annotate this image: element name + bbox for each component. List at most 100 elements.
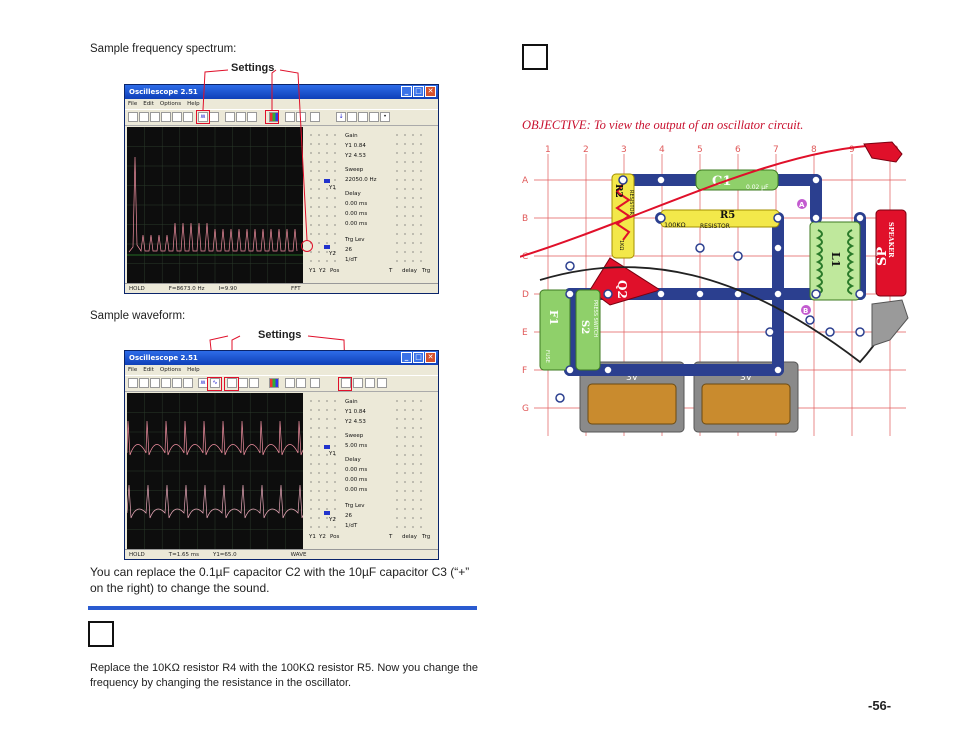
maximize-icon[interactable]: □ (413, 352, 424, 363)
toolbar-button[interactable] (285, 112, 295, 122)
menu-options[interactable]: Options (159, 101, 182, 107)
close-icon[interactable]: ✕ (425, 352, 436, 363)
toolbar-button[interactable] (161, 112, 171, 122)
toolbar-button[interactable] (310, 378, 320, 388)
menu-edit[interactable]: Edit (143, 101, 154, 107)
page-number: -56- (868, 698, 892, 713)
toolbar-button[interactable] (161, 378, 171, 388)
fft-wave-icon[interactable]: ʍ (198, 112, 208, 122)
grid-row-label: A (522, 176, 529, 186)
toolbar-button[interactable] (236, 112, 246, 122)
osc-statusbar: HOLD F=8673.0 Hz I=9.90 FFT (125, 283, 438, 293)
grid-row-label: F (522, 366, 527, 376)
down-arrow-icon[interactable]: ↓ (336, 112, 346, 122)
replace-r4-paragraph: Replace the 10KΩ resistor R4 with the 10… (90, 662, 478, 689)
grid-column-label: 7 (773, 145, 779, 155)
toolbar-button[interactable] (227, 378, 237, 388)
toolbar-button[interactable] (150, 112, 160, 122)
menu-help[interactable]: Help (187, 367, 200, 373)
probe-point-a (797, 199, 807, 209)
toolbar-button[interactable] (128, 112, 138, 122)
maximize-icon[interactable]: □ (413, 86, 424, 97)
menu-options[interactable]: Options (159, 367, 182, 373)
snap-dot (773, 243, 783, 253)
black-alligator-clip (871, 299, 909, 347)
project-checkbox[interactable] (522, 44, 548, 70)
toolbar-button[interactable] (139, 112, 149, 122)
gain-y2: Y2 4.53 (345, 419, 366, 425)
settings-highlight-fft (207, 377, 222, 391)
toolbar-button[interactable] (377, 378, 387, 388)
toolbar-button[interactable] (341, 378, 351, 388)
caption-spectrum: Sample frequency spectrum: (90, 43, 237, 55)
r5-label: R5 (720, 210, 735, 221)
objective-text: OBJECTIVE: To view the output of an osci… (522, 118, 804, 132)
trg-label: Trg Lev (345, 237, 365, 243)
slider-thumb[interactable] (324, 511, 330, 515)
battery-cells-2 (701, 383, 791, 425)
grid-column-label: 6 (735, 145, 741, 155)
probe-b-label: B (803, 307, 808, 315)
f1-text: FUSE (544, 350, 550, 363)
menu-file[interactable]: File (128, 101, 138, 107)
toolbar-button[interactable] (296, 378, 306, 388)
r5-value: 100KΩ (664, 221, 686, 229)
toolbar-button[interactable] (247, 112, 257, 122)
toolbar-button[interactable] (238, 378, 248, 388)
grid-column-label: 5 (697, 145, 703, 155)
toolbar-button[interactable] (310, 112, 320, 122)
toolbar-button[interactable] (358, 112, 368, 122)
gain-label: Gain (345, 133, 358, 139)
slider-thumb[interactable] (324, 179, 330, 183)
close-icon[interactable]: ✕ (425, 86, 436, 97)
toolbar-button[interactable] (172, 112, 182, 122)
menu-edit[interactable]: Edit (143, 367, 154, 373)
toolbar-button[interactable] (249, 378, 259, 388)
waveform-screen (126, 393, 318, 549)
r2-label: R2 (613, 184, 623, 198)
c1-value: 0.02 µF (746, 184, 769, 191)
toolbar-button[interactable] (172, 378, 182, 388)
replace-c2-paragraph: You can replace the 0.1µF capacitor C2 w… (90, 565, 470, 595)
status-freq: F=8673.0 Hz (168, 285, 205, 292)
osc-menubar: File Edit Options Help (125, 99, 438, 109)
osc-menubar: File Edit Options Help (125, 365, 438, 375)
color-bars-icon[interactable] (269, 378, 279, 388)
toolbar-button[interactable] (353, 378, 363, 388)
snap-dot (825, 327, 835, 337)
snap-dot (733, 251, 743, 261)
slider-thumb[interactable] (324, 445, 330, 449)
menu-file[interactable]: File (128, 367, 138, 373)
toolbar-button[interactable] (285, 378, 295, 388)
bottom-t: T (389, 534, 393, 540)
osc-titlebar: Oscillescope 2.51 _ □ ✕ (125, 85, 438, 99)
gain-y1: Y1 0.84 (345, 409, 366, 415)
press-switch-s2[interactable] (575, 289, 601, 371)
toolbar-button[interactable] (150, 378, 160, 388)
minimize-icon[interactable]: _ (401, 352, 412, 363)
toolbar-button[interactable] (183, 112, 193, 122)
toolbar-button[interactable] (369, 112, 379, 122)
battery-2-voltage: 3V (740, 373, 753, 383)
waveform-plot (126, 393, 318, 549)
sweep-label: Sweep (345, 433, 364, 439)
sine-wave-icon[interactable]: ∿ (210, 378, 220, 388)
toolbar-button[interactable] (128, 378, 138, 388)
toolbar-button[interactable]: • (380, 112, 390, 122)
delay-value-1: 0.00 ms (345, 467, 368, 473)
slider-thumb[interactable] (324, 245, 330, 249)
settings-highlight-trigger (301, 240, 313, 252)
fuse-f1 (539, 289, 571, 371)
menu-help[interactable]: Help (187, 101, 200, 107)
snap-dot (811, 289, 821, 299)
toolbar-button[interactable] (347, 112, 357, 122)
channel-y1-label: Y1 (329, 451, 336, 457)
coil-icon (847, 229, 855, 295)
minimize-icon[interactable]: _ (401, 86, 412, 97)
project-checkbox[interactable] (88, 621, 114, 647)
toolbar-button[interactable] (365, 378, 375, 388)
toolbar-button[interactable] (225, 112, 235, 122)
toolbar-button[interactable] (139, 378, 149, 388)
toolbar-button[interactable] (183, 378, 193, 388)
snap-dot (765, 327, 775, 337)
